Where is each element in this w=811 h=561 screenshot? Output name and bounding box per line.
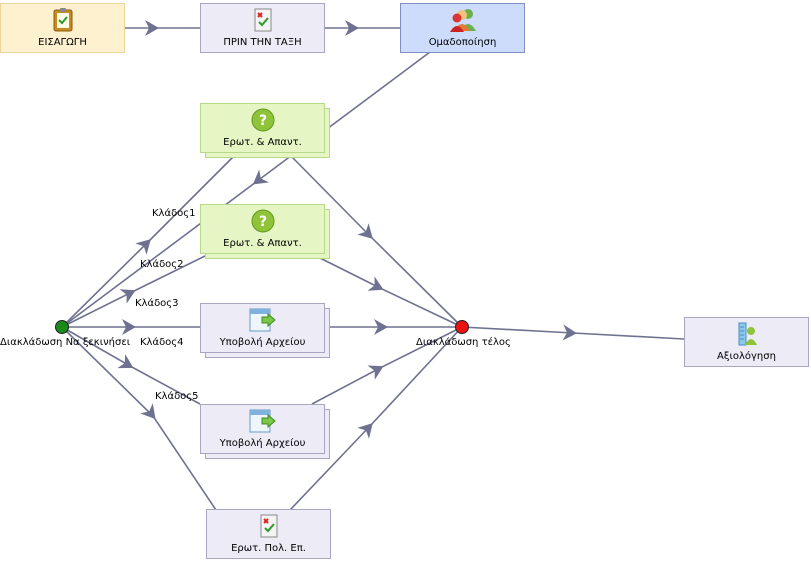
group-icon — [449, 9, 476, 32]
edge-start-upload2 — [61, 326, 201, 405]
node-ypovoli-arxeiou-1[interactable]: Υποβολή Αρχείου — [200, 303, 325, 353]
edge-end-axiologisi — [461, 324, 685, 341]
edge-qa2-end — [319, 257, 463, 328]
edge-mcq-end — [289, 326, 463, 511]
question-icon: ? — [251, 209, 274, 233]
branch-label-3: Κλάδος3 — [135, 298, 179, 309]
branch-label-2: Κλάδος2 — [140, 259, 184, 270]
node-label: Υποβολή Αρχείου — [219, 337, 306, 348]
node-label: Ερωτ. Πολ. Επ. — [231, 543, 306, 554]
node-label: Ομαδοποίηση — [428, 37, 497, 48]
edge-start-mcq — [61, 326, 217, 511]
node-label: Ερωτ. & Απαντ. — [223, 137, 302, 148]
edge-start-qa2 — [61, 255, 206, 328]
edge-omadopoiisi-start — [61, 51, 431, 328]
svg-text:?: ? — [258, 113, 266, 129]
node-label: Αξιολόγηση — [717, 351, 776, 362]
node-erot-pol-ep[interactable]: Ερωτ. Πολ. Επ. — [206, 509, 331, 559]
question-icon: ? — [251, 108, 274, 132]
branch-label-1: Κλάδος1 — [152, 208, 196, 219]
file-upload-icon — [249, 409, 276, 433]
file-upload-icon — [249, 308, 276, 332]
start-gateway[interactable] — [55, 320, 69, 334]
node-label: Ερωτ. & Απαντ. — [223, 238, 302, 249]
node-ypovoli-arxeiou-2[interactable]: Υποβολή Αρχείου — [200, 404, 325, 454]
checklist-icon — [254, 8, 271, 32]
node-eisagogi[interactable]: ΕΙΣΑΓΩΓΗ — [0, 3, 125, 53]
assessment-icon — [738, 322, 757, 346]
node-label: ΕΙΣΑΓΩΓΗ — [38, 37, 87, 48]
node-prin-tin-taxi[interactable]: ΠΡΙΝ ΤΗΝ ΤΑΞΗ — [200, 3, 325, 53]
notepad-icon — [53, 8, 72, 32]
node-omadopoiisi[interactable]: Ομαδοποίηση — [400, 3, 525, 53]
branch-label-5: Κλάδος5 — [155, 391, 199, 402]
end-gateway[interactable] — [455, 320, 469, 334]
edge-upload2-end — [311, 326, 463, 405]
node-axiologisi[interactable]: Αξιολόγηση — [684, 317, 809, 367]
start-gateway-label: Διακλάδωση Να ξεκινήσει — [0, 337, 131, 348]
node-erot-apant-1[interactable]: ? Ερωτ. & Απαντ. — [200, 103, 325, 153]
edge-start-qa1 — [61, 154, 236, 328]
node-erot-apant-2[interactable]: ? Ερωτ. & Απαντ. — [200, 204, 325, 254]
branch-label-4: Κλάδος4 — [140, 337, 184, 348]
svg-text:?: ? — [258, 214, 266, 230]
edge-qa1-end — [289, 154, 463, 328]
checklist-icon — [260, 514, 277, 538]
node-label: Υποβολή Αρχείου — [219, 438, 306, 449]
node-label: ΠΡΙΝ ΤΗΝ ΤΑΞΗ — [223, 37, 302, 48]
end-gateway-label: Διακλάδωση τέλος — [416, 337, 511, 348]
